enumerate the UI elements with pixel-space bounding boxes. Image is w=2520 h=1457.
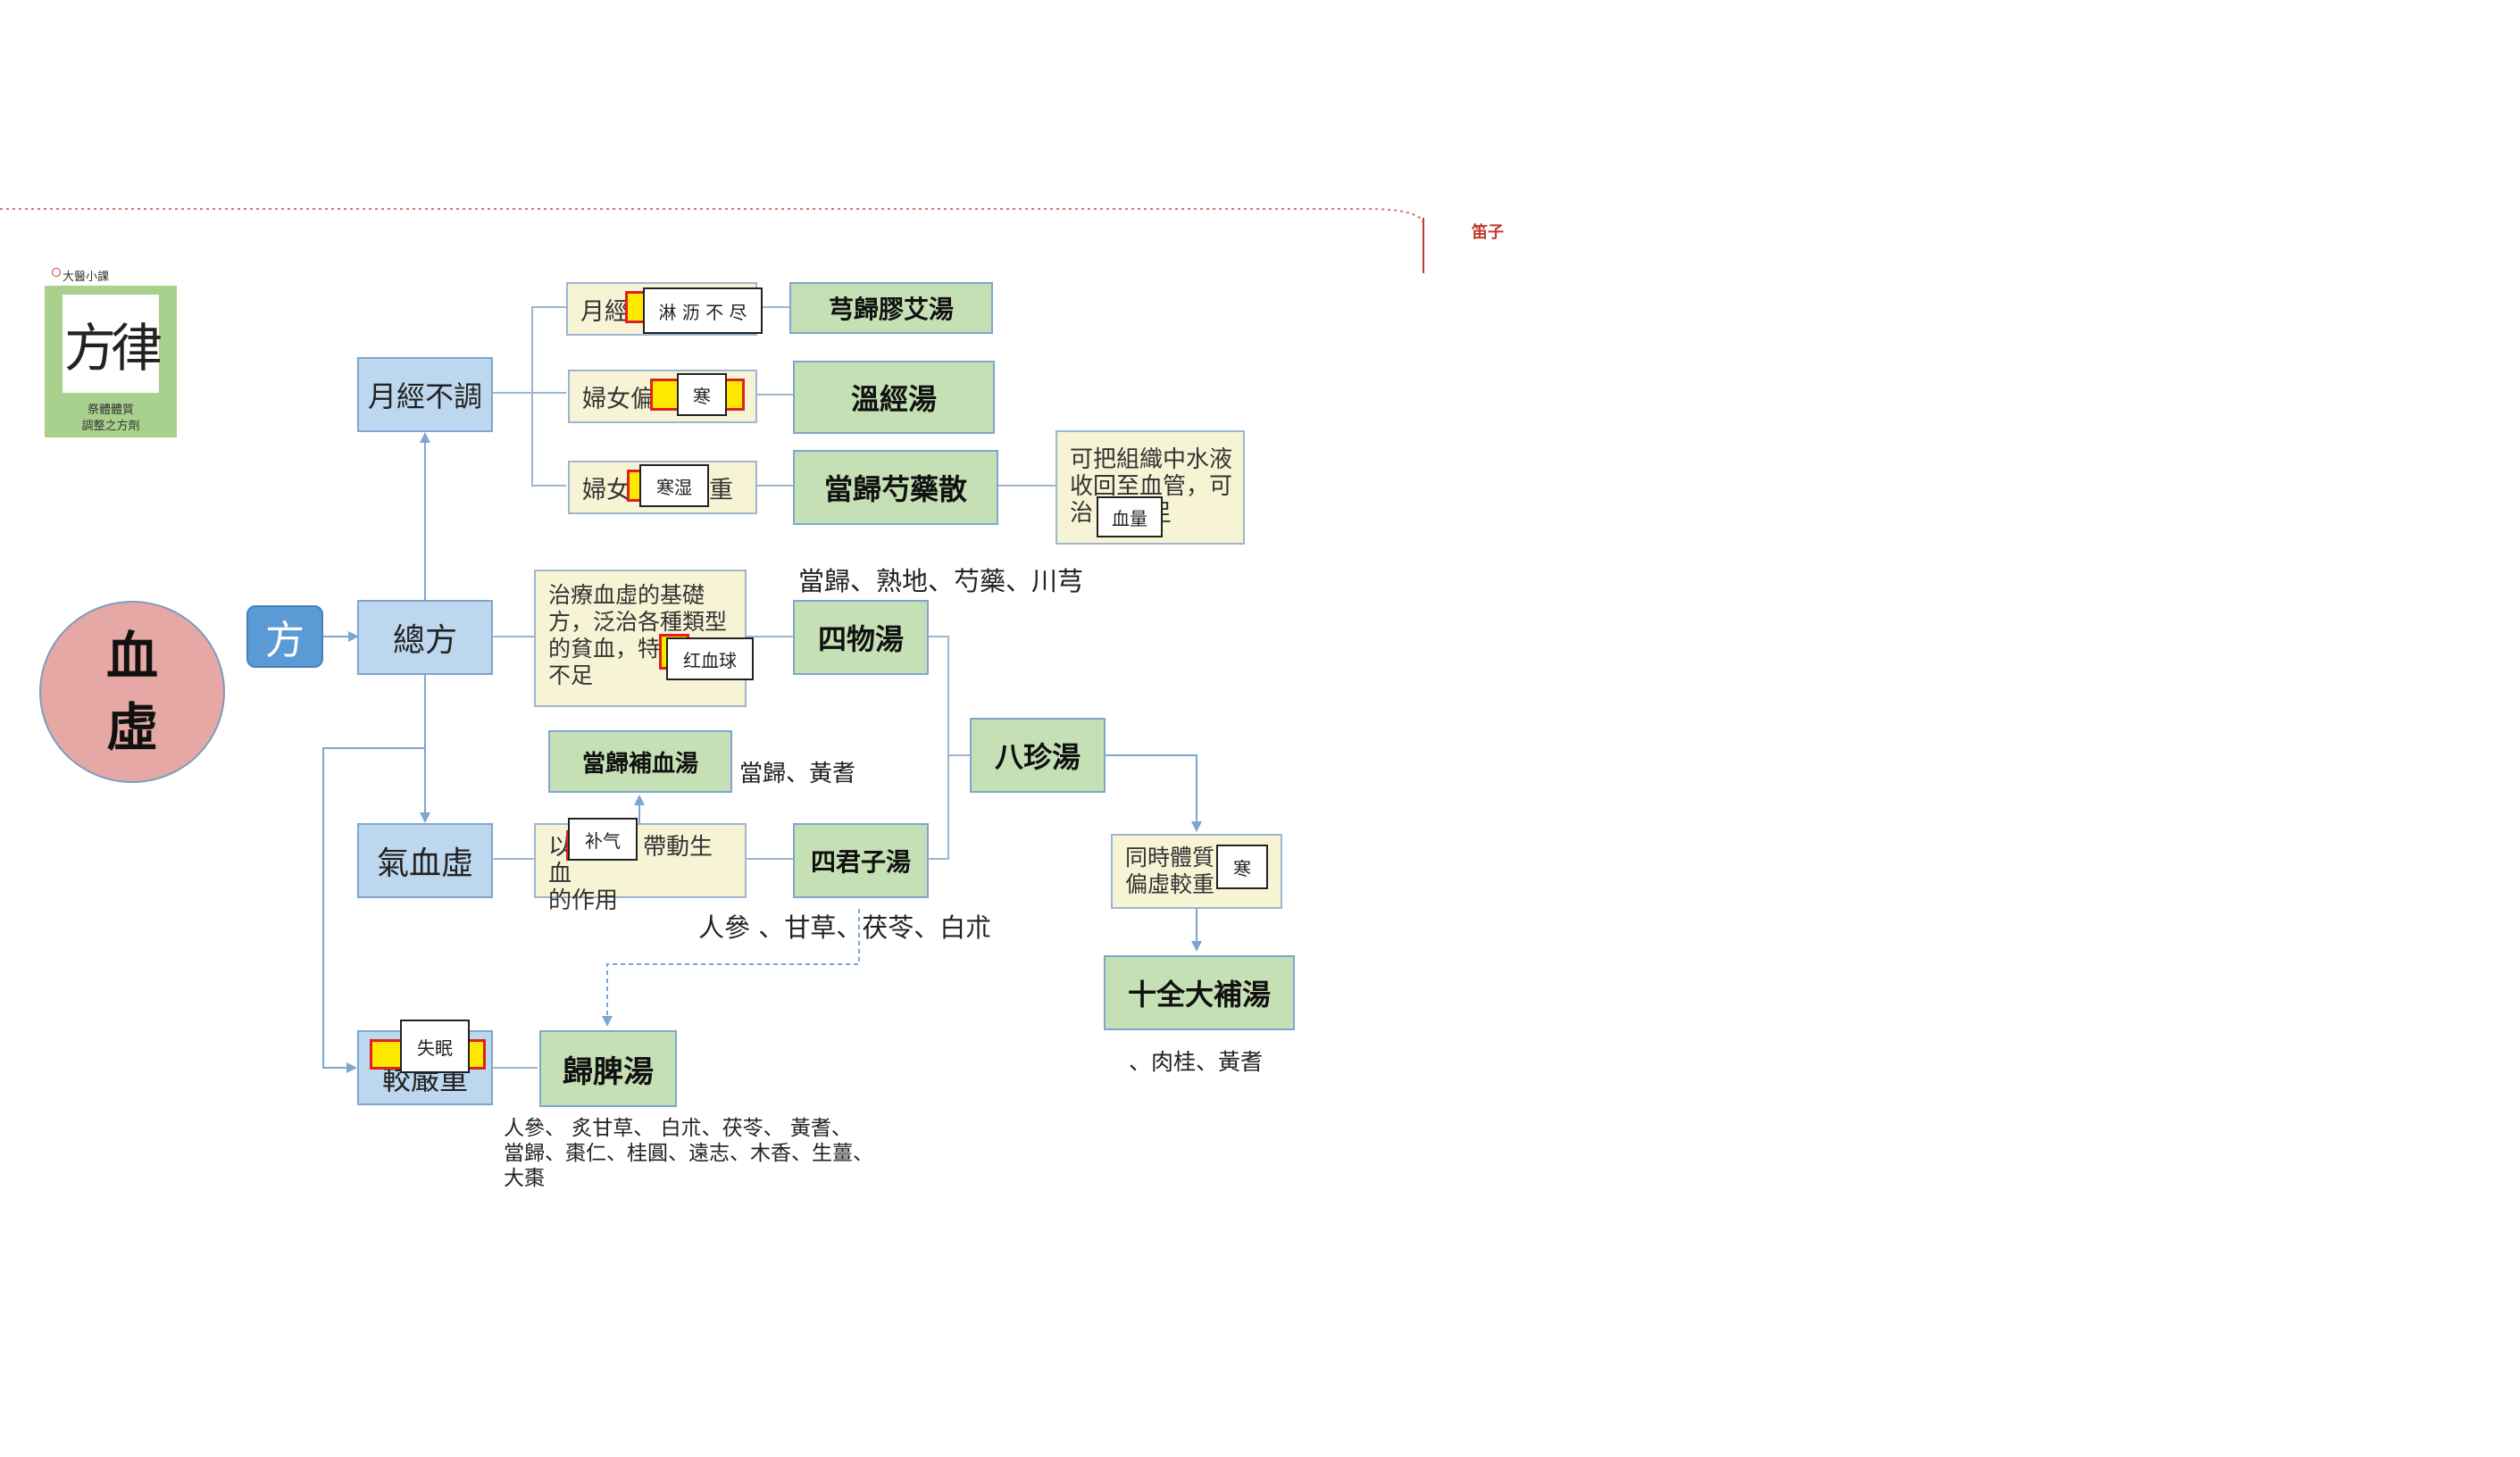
popup-han-1[interactable]: 寒 [677,373,727,416]
note-menstrual-3-left: 婦女 [582,476,630,504]
note-general-desc-end: 不足 [548,662,594,688]
note-combined-line1: 同時體質 [1125,845,1215,870]
ingredients-guipi-2: 當歸、棗仁、桂圓、遠志、木香、生薑、 [504,1142,873,1165]
category-menstrual: 月經不調 [357,357,493,432]
root-node: 血 虛 [39,601,225,783]
root-char-2: 虛 [105,697,158,758]
connector-sijunzi-guipi [602,909,860,1027]
logo-caption-1: 祭體體質 [87,404,134,417]
ingredients-sijunzi: 人參 、甘草、茯苓、白朮 [698,912,992,943]
logo-caption-2: 調整之方劑 [81,420,140,433]
popup-hongxueqiu[interactable]: 红血球 [666,637,754,680]
logo: 方律 祭體體質 調整之方劑 [45,286,177,437]
note-qi-desc-line2: 的作用 [548,887,619,914]
connector-menstrual-branches [531,306,566,487]
comment-dotted-line [0,208,1424,224]
ingredients-guipi-3: 大棗 [504,1167,545,1190]
logo-top-text: 大醫小課 [63,271,110,284]
connector-general-severe [322,747,425,1073]
popup-linli[interactable]: 淋 沥 不 尽 [643,287,763,334]
formula-dangguibuxue: 當歸補血湯 [548,730,732,793]
note-combined-line2: 偏虛較重 [1125,871,1215,897]
formula-guipi: 歸脾湯 [539,1030,677,1107]
formula-dangguishaoyao: 當歸芍藥散 [793,450,998,525]
popup-buqi[interactable]: 补气 [568,818,638,861]
note-qi-desc-right: 帶動生血 [548,834,713,887]
root-char-1: 血 [105,626,158,687]
popup-xueliang[interactable]: 血量 [1097,496,1163,537]
ingredients-siwu: 當歸、熟地、芍藥、川芎 [798,566,1084,596]
connector-bazhen-bracket [929,636,949,860]
formula-siwu: 四物湯 [793,600,929,675]
ingredients-buxue: 當歸、黃耆 [739,761,856,787]
comment-marker [1423,218,1424,273]
formula-xiongguijiaoai: 芎歸膠艾湯 [789,282,993,334]
ingredients-shiquan: 、肉桂、黃耆 [1129,1049,1264,1075]
note-qi-desc: 以帶動生血 的作用 [534,823,747,914]
logo-mark-icon [52,268,61,277]
popup-hanshi[interactable]: 寒湿 [639,464,709,507]
category-qi-blood: 氣血虛 [357,823,493,898]
ingredients-guipi-1: 人參、 炙甘草、 白朮、茯苓、 黃耆、 [504,1117,852,1140]
note-menstrual-1-text: 月經 [580,297,629,326]
formula-sijunzi: 四君子湯 [793,823,929,898]
category-general: 總方 [357,600,493,675]
logo-calligraphy: 方律 [63,295,163,393]
formula-tag: 方 [246,605,323,668]
comment-author[interactable]: 笛子 [1472,223,1504,242]
note-menstrual-2-text: 婦女偏 [582,385,655,413]
note-water-desc-text: 可把組織中水液收回至血管，可治 [1070,446,1233,527]
formula-shiquandabu: 十全大補湯 [1104,955,1295,1030]
formula-wenjing: 溫經湯 [793,361,995,434]
note-menstrual-3-right: 重 [709,476,733,504]
popup-shimian[interactable]: 失眠 [400,1020,470,1073]
connector-bazhen-desc [1106,754,1202,832]
formula-bazhen: 八珍湯 [970,718,1106,793]
popup-han-2[interactable]: 寒 [1216,845,1268,889]
